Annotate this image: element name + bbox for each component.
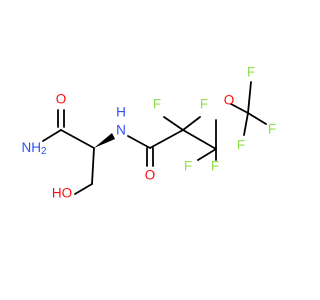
atom-oh: HO [52,186,72,201]
bond-o-cf3 [230,103,249,114]
bond-cf3-f-top [247,81,252,114]
bond-carbonyl-c-cf2 [149,129,184,149]
bond-cf3-f-bottom [243,112,249,136]
atom-nh2-text: NH [21,140,41,155]
atom-f-cf3-right: F [268,122,276,137]
atom-nh-h: H [116,105,126,120]
molecule-structure-diagram: O NH2 H N HO F F F F O O F F F [21,65,276,201]
atom-labels: O NH2 H N HO F F F F O O F F F [21,65,276,201]
atom-nh: N [116,123,126,138]
bond-cf2b-f-left [197,148,217,161]
bond-cf3-f-right [247,112,267,125]
atom-f-cf3-bottom: F [237,138,245,153]
bond-cf2-f-left [163,116,184,131]
atom-nh2: NH2 [21,140,47,157]
stereo-wedge-bond [94,133,115,148]
bond-amide-c-nh2 [42,129,62,142]
atom-f-cf3-top: F [247,65,255,80]
atom-f-cf2b-down: F [211,159,219,174]
atom-f-cf2a-left: F [153,97,161,112]
atom-nh2-subscript: 2 [41,146,47,157]
bond-amide-c-alpha-c [60,129,95,149]
bonds [42,81,267,195]
atom-f-cf2a-right: F [200,97,208,112]
atom-o-ether: O [224,93,235,108]
atom-o-amide: O [56,92,67,107]
atom-o-carbonyl: O [145,168,156,183]
bond-ch2-oh [74,183,93,195]
bond-cf2-f-right [182,116,201,131]
atom-f-cf2b-left: F [184,159,192,174]
bond-alpha-c-ch2 [91,147,95,185]
bond-nh-carbonyl-c [127,135,151,149]
bond-cf2-cf2 [182,129,217,150]
